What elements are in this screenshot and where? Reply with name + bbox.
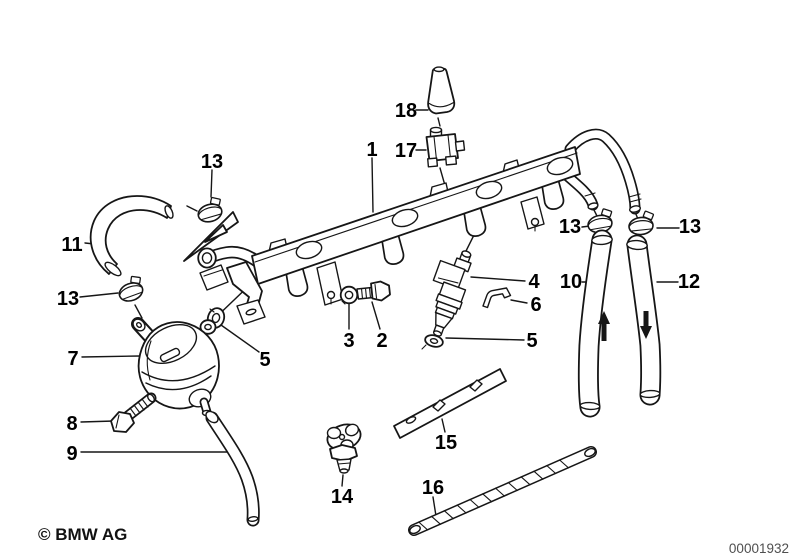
callout-12-hose: 12 xyxy=(678,271,700,293)
callout-13-clamp-left: 13 xyxy=(57,288,79,310)
rail-mount-plate-right xyxy=(520,196,545,232)
callout-11-hose: 11 xyxy=(61,234,82,256)
callout-18-cap: 18 xyxy=(395,100,417,122)
leader-lines xyxy=(79,109,680,517)
flow-arrow-down-icon xyxy=(640,311,652,339)
callout-13-clamp-right-2: 13 xyxy=(679,216,701,238)
callout-3-washer: 3 xyxy=(343,330,354,352)
hose-12 xyxy=(626,234,662,406)
callout-7-regulator: 7 xyxy=(67,348,78,370)
hose-clamp-13-topleft xyxy=(193,194,227,226)
mounting-bracket-15 xyxy=(393,368,507,439)
braided-sleeve-16 xyxy=(408,446,597,536)
callout-5-seal-right: 5 xyxy=(526,330,537,352)
bolt-8 xyxy=(110,392,157,433)
callout-6-clip: 6 xyxy=(530,294,541,316)
sensor-14 xyxy=(326,423,362,474)
bolt-2 xyxy=(356,280,391,302)
hose-9 xyxy=(205,410,260,527)
callout-2-bolt: 2 xyxy=(376,330,387,352)
callout-4-injector: 4 xyxy=(528,271,540,293)
retaining-clip-6 xyxy=(482,287,512,309)
callout-10-hose: 10 xyxy=(560,271,582,293)
callout-13-clamp-right-1: 13 xyxy=(559,216,581,238)
curved-hose-11 xyxy=(89,195,174,277)
hose-clamp-13-right-2 xyxy=(626,209,657,237)
copyright-notice: © BMW AG xyxy=(38,525,127,544)
hose-10 xyxy=(577,229,613,418)
callout-1-fuel-rail: 1 xyxy=(366,139,377,161)
pressure-regulator-7 xyxy=(131,317,220,417)
callout-8-bolt: 8 xyxy=(66,413,77,435)
flow-arrow-up-icon xyxy=(598,311,610,341)
washer-3 xyxy=(339,285,359,305)
callout-13-clamp-topleft: 13 xyxy=(201,151,223,173)
callout-5-seal-left: 5 xyxy=(259,349,270,371)
injector-seal-5-right xyxy=(421,334,444,350)
callout-labels: 13 11 13 7 8 9 1 18 17 3 2 5 4 6 5 10 12… xyxy=(57,100,701,508)
rail-left-bracket xyxy=(199,261,266,325)
hose-clamp-13-left xyxy=(113,272,148,305)
valve-17 xyxy=(425,126,466,168)
drawing-number: 00001932 xyxy=(729,541,789,556)
callout-17-valve: 17 xyxy=(395,140,417,162)
direction-arrows xyxy=(183,211,239,262)
callout-16-sleeve: 16 xyxy=(422,477,444,499)
callout-14-sensor: 14 xyxy=(331,486,354,508)
rail-mount-plate-center xyxy=(316,261,344,306)
callout-9-hose: 9 xyxy=(66,443,77,465)
callout-15-bracket: 15 xyxy=(435,432,457,454)
fuel-rail xyxy=(251,146,581,306)
fuel-injector-4 xyxy=(432,250,472,337)
cap-18 xyxy=(427,66,456,115)
